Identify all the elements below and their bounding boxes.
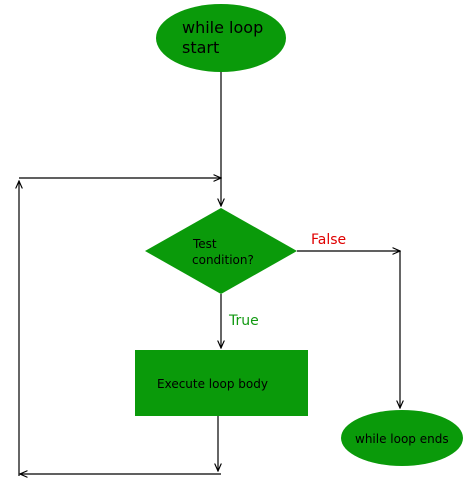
body-rectangle [135,350,308,416]
start-node: while loop start [156,4,286,72]
start-label-line2: start [182,38,219,57]
false-label: False [311,232,346,248]
condition-label-line2: condition? [192,253,254,267]
condition-label-line1: Test [192,237,217,251]
end-node: while loop ends [341,410,463,466]
end-ellipse [341,410,463,466]
start-label-line1: while loop [182,18,263,37]
true-label: True [228,313,259,329]
body-label: Execute loop body [157,377,268,391]
condition-node: Test condition? [145,208,297,294]
condition-diamond [145,208,297,294]
end-label: while loop ends [355,432,449,446]
start-ellipse [156,4,286,72]
body-node: Execute loop body [135,350,308,416]
